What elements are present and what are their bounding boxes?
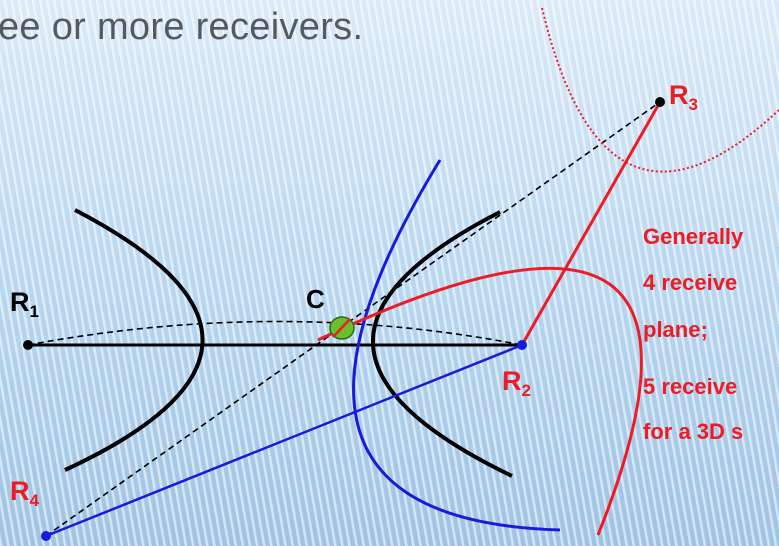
receiver-r4-label: R4 <box>10 476 39 510</box>
intersection-label-c: C <box>306 284 325 314</box>
red-hyperbola-branch <box>317 266 643 536</box>
blue-line-r4-r2 <box>45 343 523 538</box>
receiver-r1-label: R1 <box>10 287 39 321</box>
receiver-r4-point <box>41 531 51 541</box>
note-line-2: 4 receive <box>643 270 738 295</box>
note-line-5: for a 3D s <box>643 419 744 444</box>
red-line-r2-r3 <box>520 101 662 346</box>
blue-hyperbola-branch <box>352 159 561 532</box>
receiver-r3-point <box>655 97 665 107</box>
red-dotted-hyperbola <box>541 7 779 173</box>
receiver-r2-label: R2 <box>502 366 531 400</box>
note-line-4: 5 receive <box>643 374 738 399</box>
note-line-3: plane; <box>643 317 708 342</box>
dashed-arc-r1-r2 <box>27 320 523 346</box>
slide-title: ee or more receivers. <box>0 6 364 48</box>
dashed-line-r4-r3 <box>45 101 661 537</box>
black-hyperbola-right-branch <box>370 210 513 478</box>
black-hyperbola-left-branch <box>64 208 205 472</box>
receiver-r2-point <box>517 340 527 350</box>
receiver-r1-point <box>23 340 33 350</box>
intersection-point-c-slash <box>332 318 351 338</box>
receiver-r3-label: R3 <box>669 80 698 114</box>
note-line-1: Generally <box>643 224 744 249</box>
